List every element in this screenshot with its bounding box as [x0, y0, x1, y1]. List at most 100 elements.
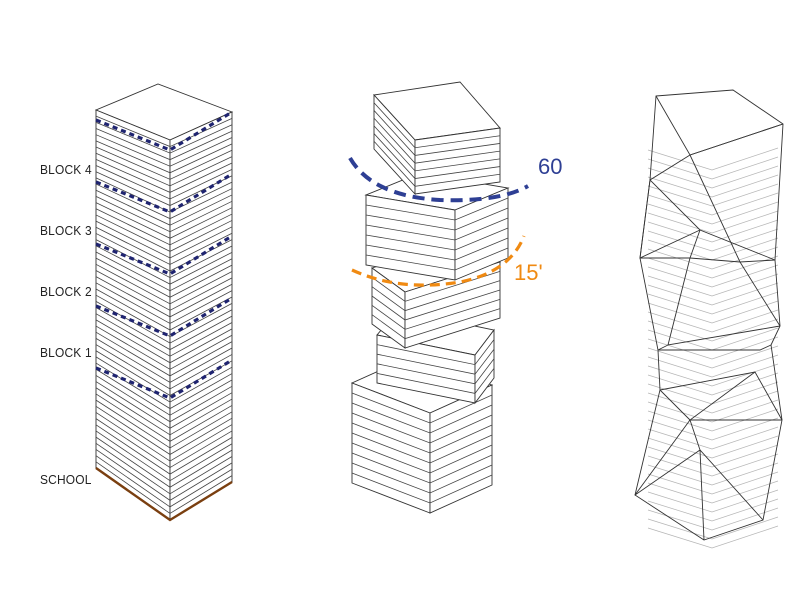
block-divider [95, 358, 233, 400]
floor-line [95, 362, 233, 410]
floor-line [647, 255, 779, 279]
floor-line [95, 424, 233, 475]
floor-line [95, 134, 233, 167]
floor-line [95, 121, 233, 154]
floor-line [647, 282, 779, 306]
floor-line [647, 516, 779, 540]
floor-line [365, 227, 509, 251]
floor-line [95, 442, 233, 495]
floor-line [647, 147, 779, 171]
floor-line [95, 239, 233, 279]
floor-line [351, 422, 493, 454]
facet-edge [689, 257, 741, 263]
floor-line [351, 432, 493, 464]
right-tower [634, 89, 784, 549]
block-right-face [474, 328, 495, 405]
floor-line [647, 480, 779, 504]
angle-label-upper: 60 [538, 154, 563, 179]
facet-edge [649, 154, 776, 261]
floor-line [95, 140, 233, 174]
floor-line [647, 471, 779, 495]
floor-line [373, 141, 501, 187]
rotation-arc-upper [348, 156, 529, 203]
floor-line [376, 368, 495, 394]
floor-line [95, 214, 233, 252]
floor-line [95, 344, 233, 390]
floor-line [373, 125, 501, 172]
floor-line [95, 319, 233, 364]
floor-line [647, 174, 779, 198]
floor-line [95, 251, 233, 292]
floor-line [95, 393, 233, 442]
floor-line [95, 159, 233, 193]
floor-line [95, 115, 233, 147]
floor-line [647, 165, 779, 189]
floor-line [647, 210, 779, 234]
block-divider [95, 296, 233, 338]
floor-line [365, 207, 509, 231]
floor-line [351, 462, 493, 494]
floor-line [647, 183, 779, 207]
floor-line [647, 525, 779, 549]
facet-edge [659, 389, 691, 421]
floor-line [95, 202, 233, 239]
floor-line [647, 417, 779, 441]
floor-line [95, 165, 233, 200]
floor-line [647, 453, 779, 477]
tower-left-face [95, 109, 171, 521]
floor-line [95, 399, 233, 449]
floor-line [95, 196, 233, 233]
floor-line [647, 219, 779, 243]
floor-line [647, 291, 779, 315]
label-school: SCHOOL [40, 472, 92, 487]
floor-line [95, 405, 233, 455]
floor-line [95, 220, 233, 259]
floor-line [95, 387, 233, 436]
facet-edge [739, 261, 781, 327]
floor-line [95, 461, 233, 514]
tower-base [95, 467, 233, 522]
floor-line [647, 372, 779, 396]
floor-line [647, 426, 779, 450]
floor-line [647, 264, 779, 288]
floor-line [647, 363, 779, 387]
floor-line [95, 183, 233, 220]
floor-line [351, 442, 493, 474]
floor-line [95, 294, 233, 338]
floor-line [95, 189, 233, 226]
floor-line [647, 489, 779, 513]
facet-edge [689, 419, 701, 451]
floor-line [95, 270, 233, 311]
floor-line [371, 289, 501, 321]
floor-line [647, 300, 779, 324]
floor-line [95, 282, 233, 324]
floor-line [95, 418, 233, 469]
facet-edge [657, 344, 669, 351]
floor-line [95, 368, 233, 416]
floor-line [647, 309, 779, 333]
floor-line [95, 263, 233, 305]
floor-line [647, 336, 779, 360]
floor-line [376, 339, 495, 366]
floor-line [95, 338, 233, 383]
floor-line [95, 449, 233, 501]
floor-line [95, 276, 233, 318]
floor-line [95, 245, 233, 285]
tower-right-face [169, 111, 233, 521]
floor-line [647, 345, 779, 369]
floor-line [647, 435, 779, 459]
floor-line [373, 110, 501, 156]
floor-line [647, 156, 779, 180]
floor-line [95, 307, 233, 351]
facet-edge [634, 419, 764, 521]
floor-line [647, 498, 779, 522]
floor-line [95, 356, 233, 403]
floor-line [647, 192, 779, 216]
floor-line [376, 348, 495, 375]
floor-line [647, 408, 779, 432]
floor-line [95, 300, 233, 344]
floor-line [95, 455, 233, 508]
floor-line [376, 358, 495, 385]
